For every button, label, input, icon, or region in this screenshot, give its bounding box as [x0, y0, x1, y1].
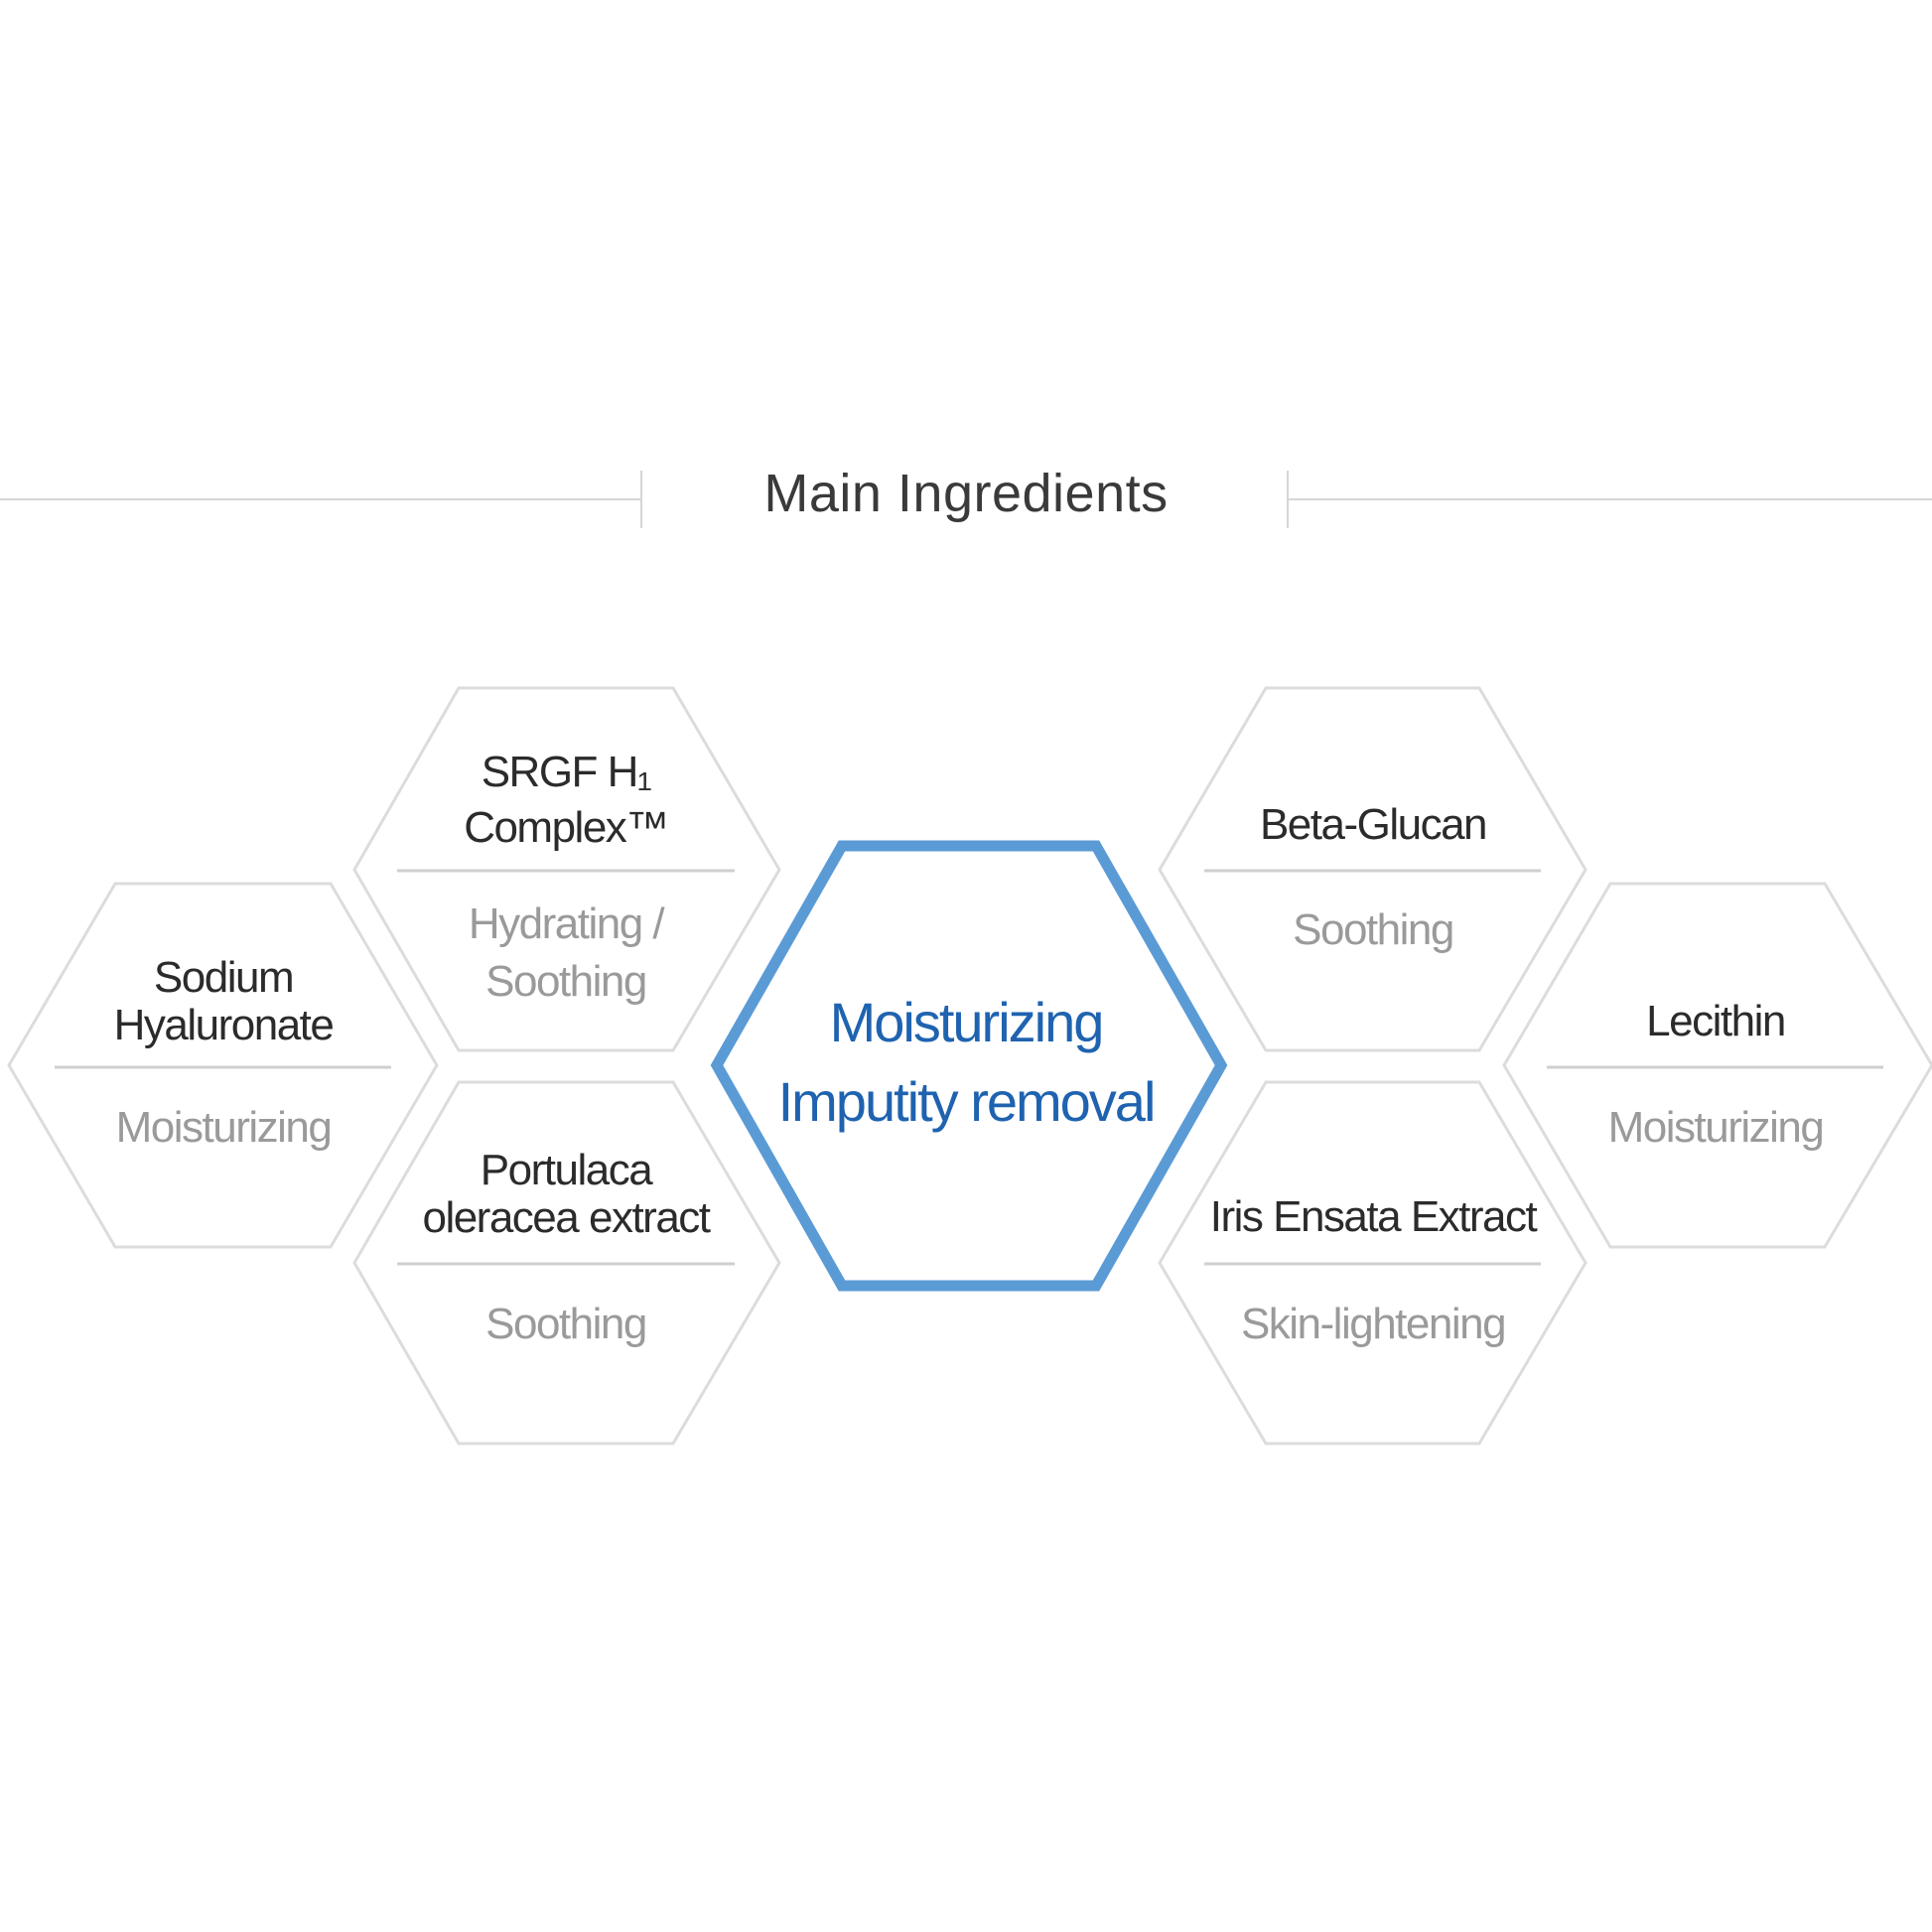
ingredient-effect: Soothing	[1293, 905, 1454, 954]
header-tick-left	[640, 471, 642, 528]
center-benefits: Moisturizing Imputity removal	[715, 983, 1217, 1142]
header-rule-left	[0, 498, 640, 500]
center-benefit-line-1: Moisturizing	[829, 991, 1105, 1053]
ingredient-name: Lecithin	[1646, 997, 1786, 1045]
page-title: Main Ingredients	[763, 464, 1169, 523]
ingredient-effect: Skin-lightening	[1240, 1300, 1507, 1348]
hexagon-beta-glucan	[1158, 686, 1587, 1052]
ingredient-effect: Moisturizing	[115, 1103, 333, 1152]
center-benefit-line-2: Imputity removal	[777, 1070, 1157, 1133]
ingredient-beta-glucan: Beta-Glucan Soothing	[1204, 794, 1542, 973]
ingredient-name: Portulaca oleracea extract	[422, 1146, 711, 1242]
hexagon-iris-ensata	[1158, 1080, 1587, 1446]
ingredient-effect: Hydrating / Soothing	[468, 899, 665, 1006]
ingredient-name: Sodium Hyaluronate	[113, 953, 335, 1049]
ingredient-name: SRGF H₁ Complex™	[464, 748, 669, 852]
ingredient-iris-ensata: Iris Ensata Extract Skin-lightening	[1194, 1191, 1552, 1370]
hexagon-sodium-hyaluronate	[7, 882, 439, 1249]
hexagon-portulaca	[352, 1080, 781, 1446]
header-rule-right	[1289, 498, 1932, 500]
ingredient-name: Beta-Glucan	[1259, 800, 1488, 849]
ingredient-sodium-hyaluronate: Sodium Hyaluronate Moisturizing	[55, 948, 392, 1176]
ingredient-name: Iris Ensata Extract	[1209, 1192, 1538, 1241]
ingredient-lecithin: Lecithin Moisturizing	[1547, 993, 1884, 1172]
hexagon-srgf-complex	[352, 686, 781, 1052]
ingredient-effect: Soothing	[485, 1300, 647, 1348]
ingredient-portulaca: Portulaca oleracea extract Soothing	[397, 1147, 735, 1375]
hexagon-lecithin	[1502, 882, 1932, 1249]
header-tick-right	[1287, 471, 1289, 528]
hexagon-center	[710, 840, 1228, 1292]
ingredient-srgf-complex: SRGF H₁ Complex™ Hydrating / Soothing	[397, 745, 735, 1023]
ingredient-effect: Moisturizing	[1607, 1103, 1825, 1152]
